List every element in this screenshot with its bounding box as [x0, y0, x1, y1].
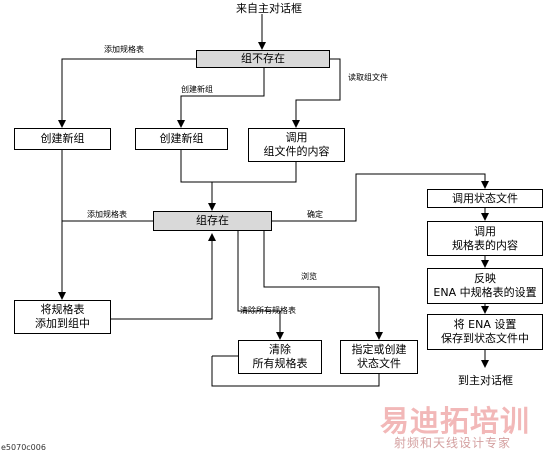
start-label: 来自主对话框: [236, 2, 302, 15]
watermark-title: 易迪拓培训: [380, 404, 531, 438]
node-save-line2: 保存到状态文件中: [441, 332, 529, 345]
edge-recall-to-exist: [212, 162, 297, 183]
node-recall-group-file-line2: 组文件的内容: [263, 145, 330, 158]
edge-label-create-group: 创建新组: [181, 85, 213, 94]
edge-add-spec-top: [58, 58, 196, 128]
node-save-line1: 将 ENA 设置: [453, 318, 517, 331]
edge-specify-back: [211, 356, 380, 387]
figure-code: e5070c006: [1, 443, 46, 452]
edge-ok: [272, 173, 489, 222]
edge-label-read-group-file: 读取组文件: [348, 73, 388, 82]
node-reflect-line1: 反映: [474, 272, 496, 285]
end-label: 到主对话框: [458, 374, 513, 387]
node-clear-line1: 清除: [269, 343, 291, 356]
edge-mid-to-exist: [180, 150, 216, 211]
node-recall-group-file: 调用 组文件的内容: [248, 128, 345, 162]
node-reflect-line2: ENA 中规格表的设置: [433, 286, 537, 299]
node-group-not-exist-label: 组不存在: [241, 52, 285, 65]
node-recall-spec-line1: 调用: [474, 224, 496, 238]
edge-label-ok: 确定: [307, 210, 323, 219]
node-add-spec-line1: 将规格表: [40, 303, 85, 316]
edge-clear-all: [237, 231, 284, 340]
node-recall-state-file: 调用状态文件: [427, 189, 543, 208]
watermark: 易迪拓培训 射频和天线设计专家: [372, 398, 550, 455]
node-group-not-exist: 组不存在: [196, 50, 330, 68]
node-recall-spec-content: 调用 规格表的内容: [427, 221, 543, 256]
edge-label-add-spec-mid: 添加规格表: [87, 210, 127, 219]
node-specify-line1: 指定或创建: [351, 343, 407, 356]
edge-browse: [263, 231, 383, 340]
watermark-subtitle: 射频和天线设计专家: [394, 436, 512, 450]
node-specify-state-file: 指定或创建 状态文件: [340, 340, 418, 374]
node-save-to-state-file: 将 ENA 设置 保存到状态文件中: [427, 314, 543, 350]
edge-read-group-file: [292, 58, 341, 128]
edge-add-back: [111, 233, 216, 320]
node-recall-spec-line2: 规格表的内容: [452, 238, 518, 252]
node-create-group-mid-label: 创建新组: [159, 132, 204, 145]
node-group-exist: 组存在: [153, 211, 272, 231]
node-add-spec-line2: 添加到组中: [35, 317, 90, 330]
node-recall-group-file-line1: 调用: [285, 131, 308, 144]
node-clear-all-specs: 清除 所有规格表: [238, 340, 322, 374]
node-group-exist-label: 组存在: [196, 214, 229, 227]
node-specify-line2: 状态文件: [357, 357, 401, 370]
node-create-group-left-label: 创建新组: [40, 132, 85, 145]
node-add-spec-to-group: 将规格表 添加到组中: [14, 300, 111, 334]
edge-label-add-spec-top: 添加规格表: [104, 45, 144, 54]
edge-label-browse: 浏览: [301, 272, 317, 281]
node-create-group-left: 创建新组: [14, 128, 111, 150]
node-recall-state-label: 调用状态文件: [452, 191, 518, 205]
node-reflect-settings: 反映 ENA 中规格表的设置: [427, 268, 543, 304]
node-clear-line2: 所有规格表: [252, 357, 308, 370]
edge-label-clear-all: 清除所有规格表: [240, 306, 296, 315]
edge-create-group: [177, 68, 265, 128]
node-create-group-mid: 创建新组: [135, 128, 228, 150]
